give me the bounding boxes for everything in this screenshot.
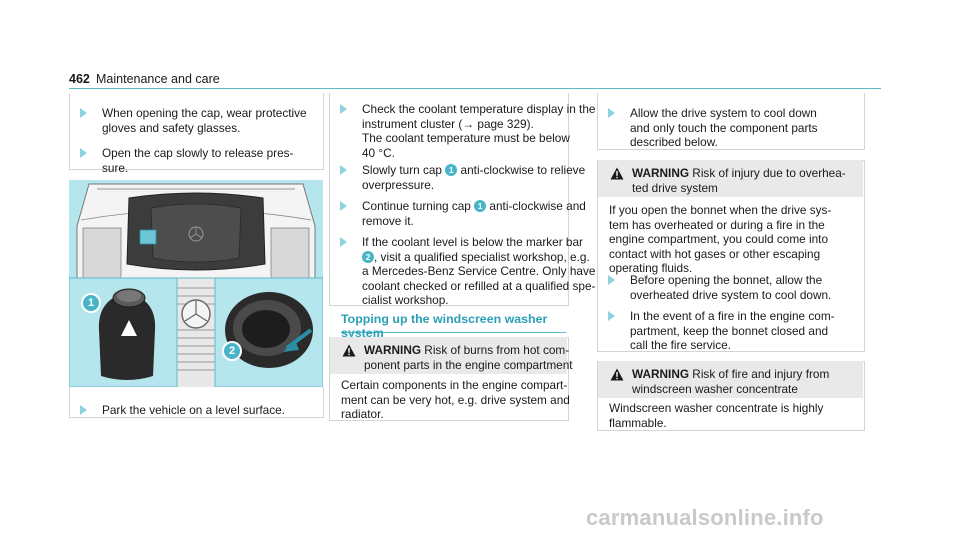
section-heading: Topping up the windscreen washer system bbox=[341, 312, 566, 340]
bullet-arrow-icon bbox=[608, 275, 615, 285]
bullet-arrow-icon bbox=[80, 148, 87, 158]
bullet-arrow-icon bbox=[340, 104, 347, 114]
col1-steps-box bbox=[69, 93, 324, 170]
callout-1-badge: 1 bbox=[445, 164, 458, 176]
warning-burns-body: Certain components in the engine compart… bbox=[341, 378, 570, 421]
warning-washer-header: WARNING Risk of fire and injury from win… bbox=[598, 361, 863, 398]
warning-overheat-header: WARNING Risk of injury due to overhea- t… bbox=[598, 160, 863, 197]
callout-1-badge: 1 bbox=[81, 293, 101, 313]
page-header: 462 Maintenance and care bbox=[69, 66, 881, 89]
bullet-arrow-icon bbox=[340, 165, 347, 175]
bullet-arrow-icon bbox=[340, 201, 347, 211]
warning-washer-body: Windscreen washer concentrate is highly … bbox=[609, 401, 824, 430]
callout-1-badge: 1 bbox=[474, 200, 487, 212]
col1-step-after-box bbox=[69, 387, 324, 418]
bullet-arrow-icon bbox=[608, 108, 615, 118]
col3-steps-box bbox=[597, 93, 865, 150]
warning-overheat-body: If you open the bonnet when the drive sy… bbox=[609, 203, 832, 275]
bullet-arrow-icon bbox=[80, 405, 87, 415]
warning-triangle-icon bbox=[342, 344, 356, 357]
bullet-arrow-icon bbox=[608, 311, 615, 321]
callout-2-badge: 2 bbox=[362, 250, 374, 263]
callout-2-badge: 2 bbox=[222, 341, 242, 361]
warning-triangle-icon bbox=[610, 167, 624, 180]
warning-burns-header: WARNING Risk of burns from hot com- pone… bbox=[330, 337, 573, 374]
bullet-arrow-icon bbox=[80, 108, 87, 118]
section-title: Maintenance and care bbox=[96, 72, 220, 86]
engine-compartment-illustration bbox=[69, 180, 323, 387]
col2-steps-box bbox=[329, 93, 569, 306]
watermark: carmanualsonline.info bbox=[586, 505, 824, 530]
warning-triangle-icon bbox=[610, 368, 624, 381]
page-number: 462 bbox=[69, 72, 90, 86]
bullet-arrow-icon bbox=[340, 237, 347, 247]
